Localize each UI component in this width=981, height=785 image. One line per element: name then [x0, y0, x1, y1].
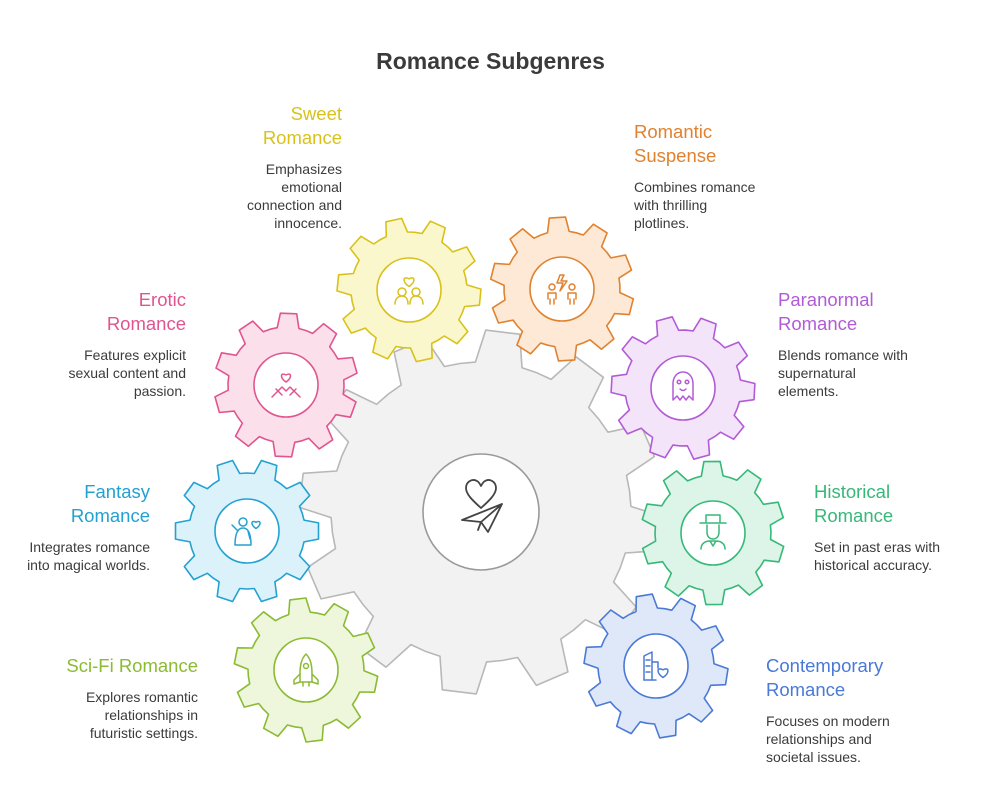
label-romantic-suspense: Romantic Suspense Combines romance with …	[634, 120, 814, 232]
title-line: Historical	[814, 481, 891, 502]
label-historical-romance: Historical Romance Set in past eras with…	[814, 480, 974, 574]
diagram-title: Romance Subgenres	[376, 48, 605, 74]
desc-line: with thrilling	[634, 197, 708, 213]
title-line: Romance	[766, 679, 846, 700]
desc-line: Blends romance with	[778, 347, 908, 363]
desc-line: Combines romance	[634, 179, 756, 195]
paranormal-romance-title: Paranormal Romance	[778, 288, 968, 336]
desc-line: plotlines.	[634, 215, 690, 231]
contemporary-romance-description: Focuses on modern relationships and soci…	[766, 712, 956, 766]
title-line: Sweet	[290, 103, 342, 124]
contemporary-romance-title: Contemporary Romance	[766, 654, 956, 702]
gear-erotic	[214, 312, 358, 458]
desc-line: Emphasizes	[265, 161, 342, 177]
gear-historical	[641, 460, 785, 606]
gear-hub	[214, 498, 280, 564]
desc-line: supernatural	[778, 365, 856, 381]
title-line: Romance	[262, 127, 342, 148]
paranormal-romance-description: Blends romance with supernatural element…	[778, 346, 968, 400]
rocket-icon	[293, 653, 319, 687]
title-line: Romance	[814, 505, 894, 526]
erotic-romance-description: Features explicit sexual content and pas…	[26, 346, 186, 400]
desc-line: Integrates romance	[29, 539, 150, 555]
sweet-romance-description: Emphasizes emotional connection and inno…	[172, 160, 342, 232]
title-line: Romance	[106, 313, 186, 334]
gear-hub	[650, 355, 716, 421]
gear-suspense	[489, 216, 635, 362]
gear-hub	[253, 352, 319, 418]
desc-line: Explores romantic	[85, 689, 198, 705]
top-hat-gentleman-icon	[699, 514, 727, 550]
desc-line: relationships in	[104, 707, 198, 723]
historical-romance-description: Set in past eras with historical accurac…	[814, 538, 974, 574]
erotic-romance-title: Erotic Romance	[26, 288, 186, 336]
desc-line: emotional	[281, 179, 342, 195]
scifi-romance-title: Sci-Fi Romance	[18, 654, 198, 678]
ghost-icon	[672, 371, 694, 401]
title-line: Erotic	[138, 289, 186, 310]
fairy-heart-icon	[231, 517, 261, 546]
sweet-romance-title: Sweet Romance	[172, 102, 342, 150]
desc-line: Focuses on modern	[766, 713, 890, 729]
label-paranormal-romance: Paranormal Romance Blends romance with s…	[778, 288, 968, 400]
couple-lightning-icon	[547, 274, 577, 305]
desc-line: sexual content and	[68, 365, 186, 381]
label-contemporary-romance: Contemporary Romance Focuses on modern r…	[766, 654, 956, 766]
gear-fantasy	[174, 459, 320, 603]
desc-line: passion.	[133, 383, 186, 399]
historical-romance-title: Historical Romance	[814, 480, 974, 528]
desc-line: futuristic settings.	[89, 725, 198, 741]
desc-line: into magical worlds.	[27, 557, 150, 573]
fantasy-romance-description: Integrates romance into magical worlds.	[0, 538, 150, 574]
title-line: Contemporary	[766, 655, 884, 676]
title-line: Romance	[778, 313, 858, 334]
title-line: Romance	[70, 505, 150, 526]
desc-line: connection and	[247, 197, 342, 213]
gear-hub	[680, 500, 746, 566]
desc-line: Set in past eras with	[814, 539, 941, 555]
desc-line: Features explicit	[84, 347, 186, 363]
gear-sweet	[336, 217, 482, 363]
gear-contemporary	[583, 593, 729, 739]
couple-heart-icon	[394, 277, 424, 305]
desc-line: innocence.	[274, 215, 342, 231]
desc-line: relationships and	[766, 731, 872, 747]
desc-line: societal issues.	[766, 749, 861, 765]
central-gear	[298, 329, 664, 695]
gear-paranormal	[610, 316, 756, 460]
gear-hub	[273, 637, 339, 703]
desc-line: historical accuracy.	[814, 557, 933, 573]
city-heart-icon	[643, 651, 669, 681]
title-line: Paranormal	[778, 289, 874, 310]
label-scifi-romance: Sci-Fi Romance Explores romantic relatio…	[18, 654, 198, 742]
title-line: Sci-Fi Romance	[66, 655, 198, 676]
label-fantasy-romance: Fantasy Romance Integrates romance into …	[0, 480, 150, 574]
gear-hub	[623, 633, 689, 699]
gear-hub	[376, 257, 442, 323]
heart-paper-plane-icon	[461, 479, 503, 533]
title-line: Romantic	[634, 121, 713, 142]
hands-heart-icon	[271, 373, 301, 398]
fantasy-romance-title: Fantasy Romance	[0, 480, 150, 528]
label-sweet-romance: Sweet Romance Emphasizes emotional conne…	[172, 102, 342, 232]
scifi-romance-description: Explores romantic relationships in futur…	[18, 688, 198, 742]
desc-line: elements.	[778, 383, 839, 399]
title-line: Fantasy	[84, 481, 150, 502]
romantic-suspense-description: Combines romance with thrilling plotline…	[634, 178, 814, 232]
title-line: Suspense	[634, 145, 717, 166]
gear-scifi	[233, 597, 379, 743]
romantic-suspense-title: Romantic Suspense	[634, 120, 814, 168]
label-erotic-romance: Erotic Romance Features explicit sexual …	[26, 288, 186, 400]
